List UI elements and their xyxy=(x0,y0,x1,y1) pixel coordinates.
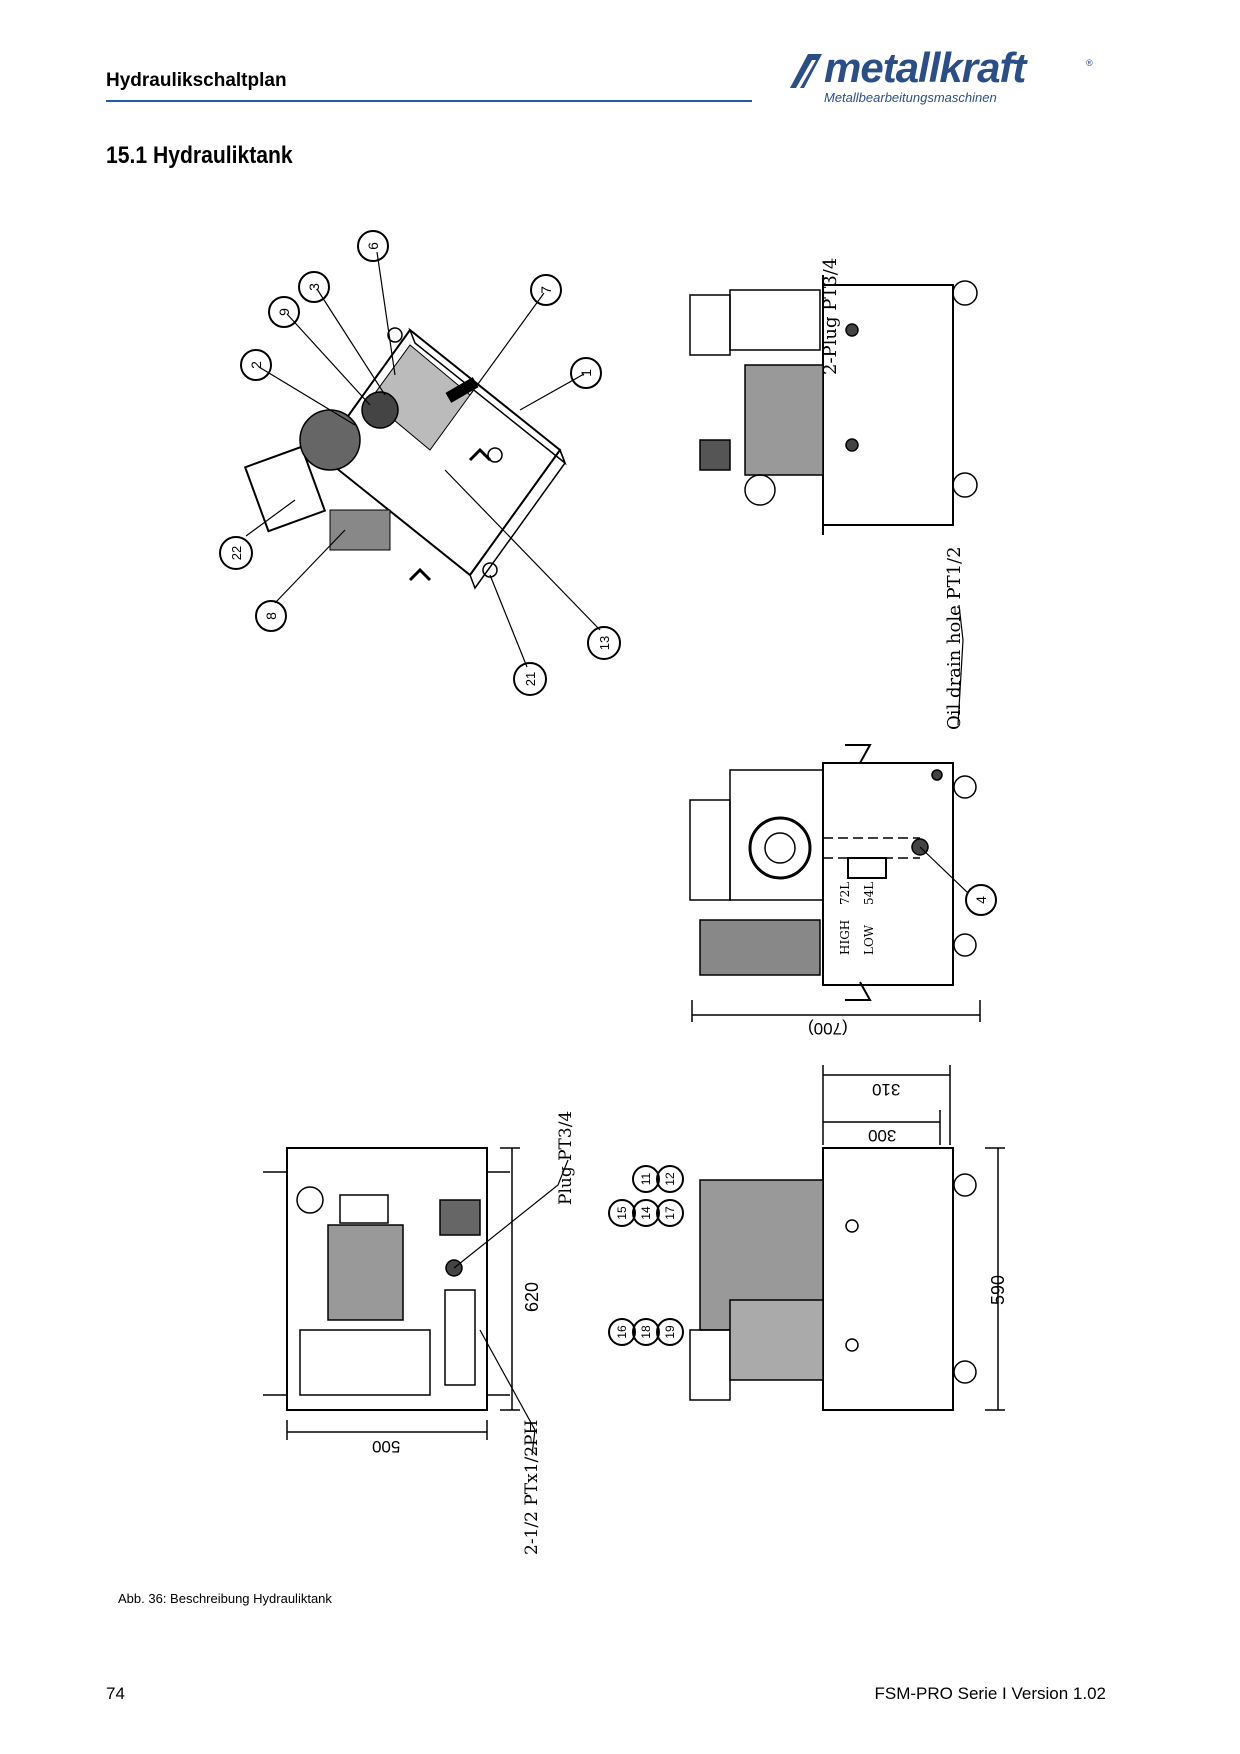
document-version: FSM-PRO Serie I Version 1.02 xyxy=(874,1684,1106,1703)
callout-21: 21 xyxy=(513,662,547,696)
header-rule xyxy=(106,100,752,102)
middle-right-view xyxy=(689,604,981,1022)
logo-wordmark: metallkraft xyxy=(824,44,1026,91)
callout-2: 2 xyxy=(240,349,272,381)
label-2-plug: 2-Plug PT3/4 xyxy=(820,257,841,375)
logo-registered: ® xyxy=(1086,58,1093,68)
top-right-view xyxy=(689,275,978,535)
dim-700: (700) xyxy=(808,1019,848,1038)
callout-4: 4 xyxy=(965,884,997,916)
logo-subtitle: Metallbearbeitungsmaschinen xyxy=(824,90,997,105)
metallkraft-logo: metallkraft ® Metallbearbeitungsmaschine… xyxy=(786,44,1106,106)
label-plug: Plug PT3/4 xyxy=(556,1110,576,1205)
dim-300: 300 xyxy=(868,1126,897,1145)
label-72l: 72L xyxy=(838,881,852,905)
dim-620: 620 xyxy=(522,1281,542,1312)
page-number: 74 xyxy=(106,1684,125,1703)
callout-3: 3 xyxy=(298,271,330,303)
bottom-left-view xyxy=(263,1147,569,1456)
dim-500: 500 xyxy=(372,1437,401,1456)
callout-6: 6 xyxy=(357,230,389,262)
section-title: 15.1 Hydrauliktank xyxy=(106,142,293,169)
logo-mark-icon xyxy=(790,54,822,88)
hydraulic-tank-drawing xyxy=(243,251,1005,1456)
label-ports: 2-1/2 PTx1/2PH xyxy=(522,1419,542,1555)
callout-17: 17 xyxy=(656,1199,684,1227)
dim-590: 590 xyxy=(988,1274,1008,1305)
dim-310: 310 xyxy=(872,1080,901,1099)
callout-7: 7 xyxy=(530,274,562,306)
figure-caption: Abb. 36: Beschreibung Hydrauliktank xyxy=(118,1591,332,1606)
callout-9: 9 xyxy=(268,296,300,328)
page-header-title: Hydraulikschaltplan xyxy=(106,70,287,91)
iso-callout-lines xyxy=(245,251,601,668)
callout-13: 13 xyxy=(587,626,621,660)
callout-12: 12 xyxy=(656,1165,684,1193)
callout-19: 19 xyxy=(656,1318,684,1346)
bottom-right-view xyxy=(689,1065,1005,1411)
label-low: LOW xyxy=(862,924,876,955)
callout-1: 1 xyxy=(570,357,602,389)
label-oil-drain: Oil drain hole PT1/2 xyxy=(944,546,965,730)
callout-22: 22 xyxy=(219,536,253,570)
label-54l: 54L xyxy=(862,881,876,905)
label-high: HIGH xyxy=(838,919,852,955)
callout-8: 8 xyxy=(255,600,287,632)
isometric-view xyxy=(243,327,567,590)
